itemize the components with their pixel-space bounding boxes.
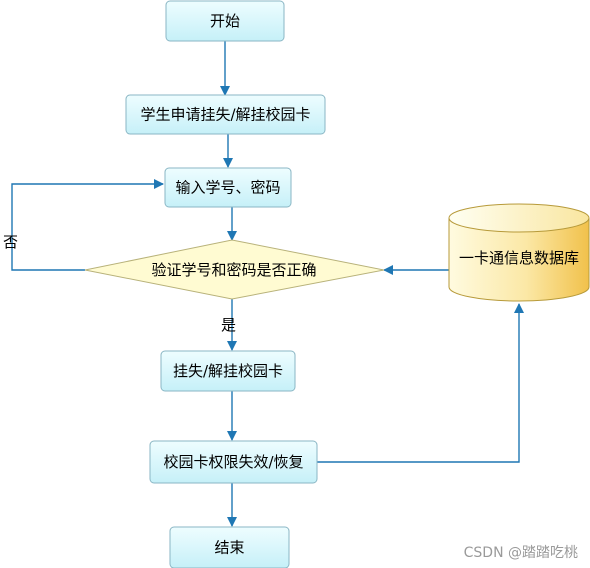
end-label: 结束 — [214, 539, 244, 557]
process-node: 挂失/解挂校园卡 — [160, 350, 296, 392]
start-label: 开始 — [210, 12, 240, 30]
apply-node: 学生申请挂失/解挂校园卡 — [125, 94, 326, 135]
end-node: 结束 — [169, 526, 290, 568]
effect-node: 校园卡权限失效/恢复 — [149, 440, 318, 484]
input-node: 输入学号、密码 — [164, 167, 292, 208]
edge-effect-to-database — [317, 303, 524, 463]
apply-label: 学生申请挂失/解挂校园卡 — [140, 106, 310, 124]
no-label: 否 — [3, 233, 18, 251]
input-label: 输入学号、密码 — [175, 179, 280, 197]
verify-decision: 验证学号和密码是否正确 — [84, 239, 385, 300]
database-node: 一卡通信息数据库 — [448, 203, 590, 302]
database-label: 一卡通信息数据库 — [459, 249, 579, 267]
start-node: 开始 — [165, 0, 285, 42]
edges — [11, 41, 524, 527]
effect-label: 校园卡权限失效/恢复 — [163, 453, 303, 471]
edge-verify-no-loop — [11, 179, 164, 271]
verify-label: 验证学号和密码是否正确 — [151, 261, 316, 279]
yes-label: 是 — [221, 316, 236, 334]
watermark: CSDN @踏踏吃桃 — [463, 545, 578, 561]
process-label: 挂失/解挂校园卡 — [173, 362, 283, 380]
